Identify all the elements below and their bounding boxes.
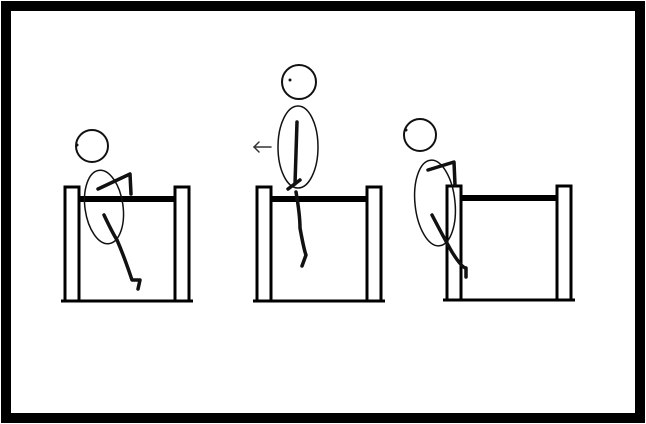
eye xyxy=(289,79,292,82)
arm xyxy=(98,174,131,194)
body xyxy=(278,106,318,188)
stick-figure-leaning xyxy=(404,119,466,277)
eye xyxy=(76,144,79,147)
head xyxy=(404,119,436,151)
bench xyxy=(61,187,193,301)
panel-1 xyxy=(61,130,193,301)
bench-left-post xyxy=(65,187,79,301)
outer-frame xyxy=(6,6,640,418)
leg xyxy=(296,192,306,266)
bench-right-post xyxy=(175,187,189,301)
head xyxy=(282,65,316,99)
head xyxy=(76,130,108,162)
bench-left-post xyxy=(257,187,271,301)
eye xyxy=(405,129,408,132)
arrow-left-icon xyxy=(254,142,271,152)
bench-left-post xyxy=(447,186,461,300)
body xyxy=(411,158,460,248)
bench-right-post xyxy=(557,186,571,300)
panel-3 xyxy=(404,119,575,300)
arm xyxy=(288,122,300,189)
bench-right-post xyxy=(367,187,381,301)
bench xyxy=(253,187,385,301)
stick-figure-sitting xyxy=(76,130,141,289)
stick-figure-standing xyxy=(278,65,318,266)
bench xyxy=(443,186,575,300)
panel-2 xyxy=(253,65,385,301)
